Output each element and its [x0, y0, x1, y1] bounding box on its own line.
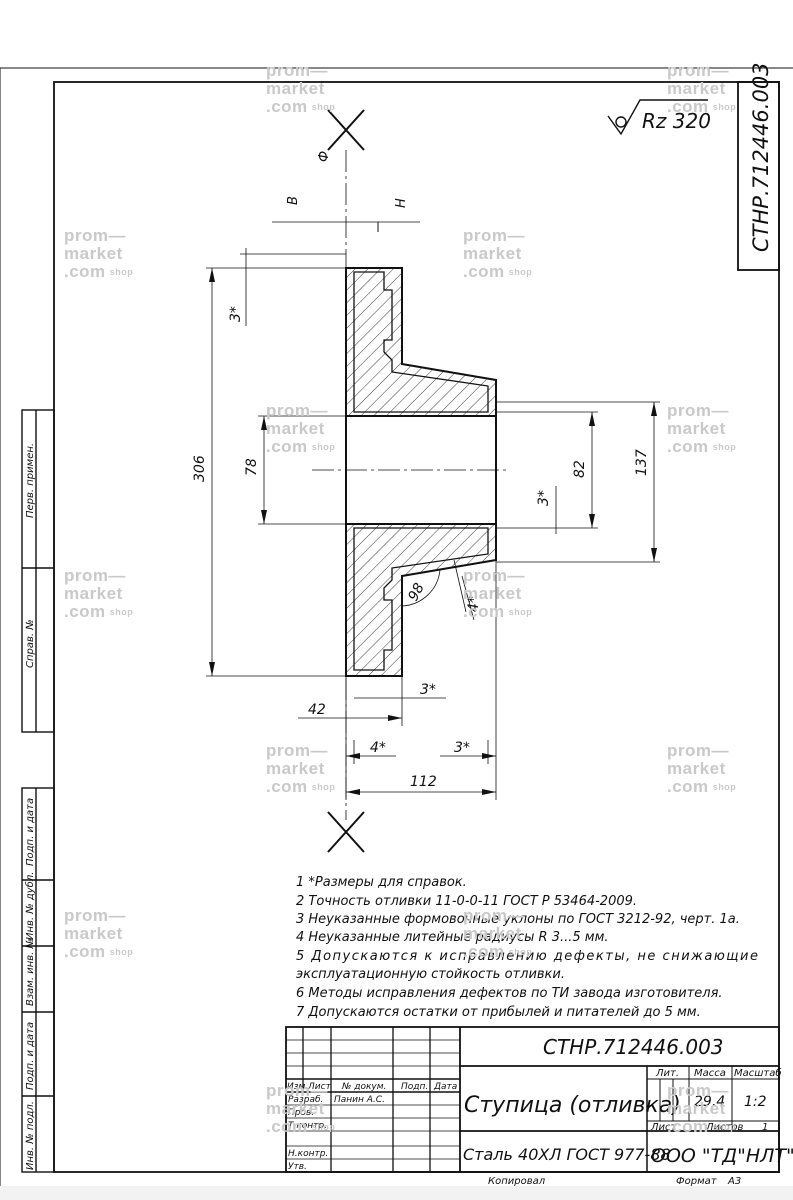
section-mark-phi: Ф [317, 151, 332, 162]
scale-label: Масштаб [734, 1067, 782, 1079]
side-label-podp-data-2: Подп. и дата [25, 1022, 36, 1090]
dim-angle: 98 [405, 581, 428, 604]
note-line: 5 Допускаются к исправлению дефекты, не … [296, 949, 758, 964]
col-date: Дата [433, 1082, 457, 1092]
dim-3-hub: 3* [536, 490, 552, 506]
title-block-company: ООО "ТД"НЛТ" [651, 1145, 793, 1167]
roughness-symbol [607, 99, 708, 136]
mass-label: Масса [694, 1068, 726, 1079]
sheet-label: Лист [650, 1122, 678, 1133]
dim-82: 82 [572, 460, 588, 478]
side-label-podp-data-1: Подп. и дата [25, 798, 36, 866]
technical-notes: 1 *Размеры для справок. 2 Точность отлив… [296, 875, 758, 1020]
note-line: 1 *Размеры для справок. [296, 875, 467, 890]
lit-label: Лит. [655, 1068, 679, 1079]
dimension-lines [206, 248, 660, 800]
side-label-perv-primen: Перв. примен. [25, 443, 36, 518]
viewer-bottom-bar [0, 1186, 793, 1200]
side-label-inv-podl: Инв. № подл. [25, 1101, 36, 1170]
row-razrab: Разраб. [288, 1095, 323, 1105]
side-label-sprav: Справ. № [25, 619, 36, 668]
part-section [345, 267, 497, 677]
col-list: Лист [307, 1082, 332, 1092]
dim-306: 306 [192, 455, 208, 482]
doc-code-rotated: СТНР.712446.003 [749, 62, 773, 252]
dim-42: 42 [308, 702, 326, 718]
side-label-inv-dubl: Инв. № дубл. [24, 872, 36, 940]
note-line: эксплуатационную стойкость отливки. [296, 967, 565, 982]
row-utv: Утв. [288, 1162, 307, 1172]
kopiroval-label: Копировал [488, 1176, 546, 1187]
section-mark-n: Н [394, 198, 409, 208]
dim-112: 112 [410, 774, 437, 790]
note-line: 6 Методы исправления дефектов по ТИ заво… [296, 986, 723, 1001]
dim-3-bottom: 3* [420, 682, 436, 698]
doc-code-box: СТНР.712446.003 [737, 62, 780, 271]
row-tkontr: Т.контр. [288, 1121, 327, 1131]
note-line: 3 Неуказанные формовочные уклоны по ГОСТ… [296, 912, 740, 927]
col-sign: Подп. [401, 1082, 428, 1092]
dim-4: 4* [370, 740, 386, 756]
format-label: Формат [676, 1176, 718, 1187]
dim-3-right: 3* [454, 740, 470, 756]
dim-3-top: 3* [228, 306, 244, 322]
side-label-vzam-inv: Взам. инв. № [25, 938, 36, 1006]
sheets-value: 1 [762, 1122, 768, 1133]
col-doc: № докум. [341, 1082, 386, 1092]
dim-78: 78 [244, 458, 260, 476]
row-prov: Пров. [288, 1108, 314, 1118]
side-stamp [21, 409, 55, 1173]
note-line: 2 Точность отливки 11-0-0-11 ГОСТ Р 5346… [296, 894, 637, 909]
title-block-grid [285, 1026, 780, 1173]
format-value: А3 [727, 1176, 741, 1187]
dim-4-side: 4* [466, 596, 482, 612]
dimension-arrows [209, 268, 657, 795]
title-block-code: СТНР.712446.003 [543, 1035, 724, 1059]
section-mark-v: В [286, 196, 301, 205]
scale-value: 1:2 [744, 1094, 767, 1110]
row-nkontr: Н.контр. [288, 1149, 328, 1159]
section-upper [345, 267, 497, 417]
roughness-value: Rz 320 [642, 109, 711, 133]
note-line: 4 Неуказанные литейные радиусы R 3...5 м… [296, 930, 609, 945]
razrab-name: Панин А.С. [334, 1095, 385, 1105]
sheets-label: Листов [705, 1122, 743, 1133]
title-block-name: Ступица (отливка) [464, 1093, 681, 1118]
dim-137: 137 [634, 449, 650, 476]
mass-value: 29,4 [694, 1094, 725, 1110]
title-block-material: Сталь 40ХЛ ГОСТ 977-88 [463, 1145, 671, 1164]
note-line: 7 Допускаются остатки от прибылей и пита… [296, 1005, 701, 1020]
col-izm: Изм. [287, 1082, 308, 1092]
